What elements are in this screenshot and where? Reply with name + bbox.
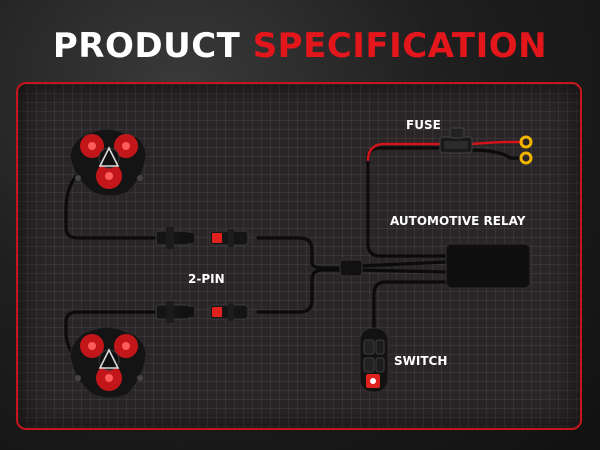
connector-top bbox=[155, 227, 249, 249]
wires bbox=[64, 146, 524, 362]
wire-relay-2 bbox=[358, 268, 448, 274]
wire-top-harness bbox=[256, 236, 344, 270]
harness-splitter bbox=[339, 259, 363, 277]
wire-power-red bbox=[470, 140, 524, 146]
ring-terminals bbox=[519, 135, 533, 165]
wire-top-light bbox=[64, 170, 160, 240]
label-switch: SWITCH bbox=[394, 354, 448, 368]
wire-terminal-black bbox=[468, 148, 524, 160]
title-part-1: PRODUCT bbox=[52, 26, 241, 66]
label-2-pin: 2-PIN bbox=[188, 272, 225, 286]
connector-bottom bbox=[155, 301, 249, 323]
wire-bottom-harness bbox=[256, 268, 344, 314]
label-relay: AUTOMOTIVE RELAY bbox=[390, 214, 526, 228]
wire-relay-1 bbox=[358, 260, 448, 268]
page-title: PRODUCT SPECIFICATION bbox=[0, 26, 600, 66]
light-pod-bottom bbox=[69, 326, 147, 399]
wire-fuse-feed bbox=[366, 146, 448, 258]
switch-module bbox=[359, 327, 389, 393]
label-fuse: FUSE bbox=[406, 118, 441, 132]
wire-red-feed bbox=[366, 142, 442, 162]
relay-box bbox=[445, 243, 531, 289]
wire-switch bbox=[372, 280, 448, 332]
title-part-2: SPECIFICATION bbox=[252, 26, 548, 66]
fuse-holder bbox=[439, 127, 473, 154]
light-pod-top bbox=[69, 128, 147, 197]
